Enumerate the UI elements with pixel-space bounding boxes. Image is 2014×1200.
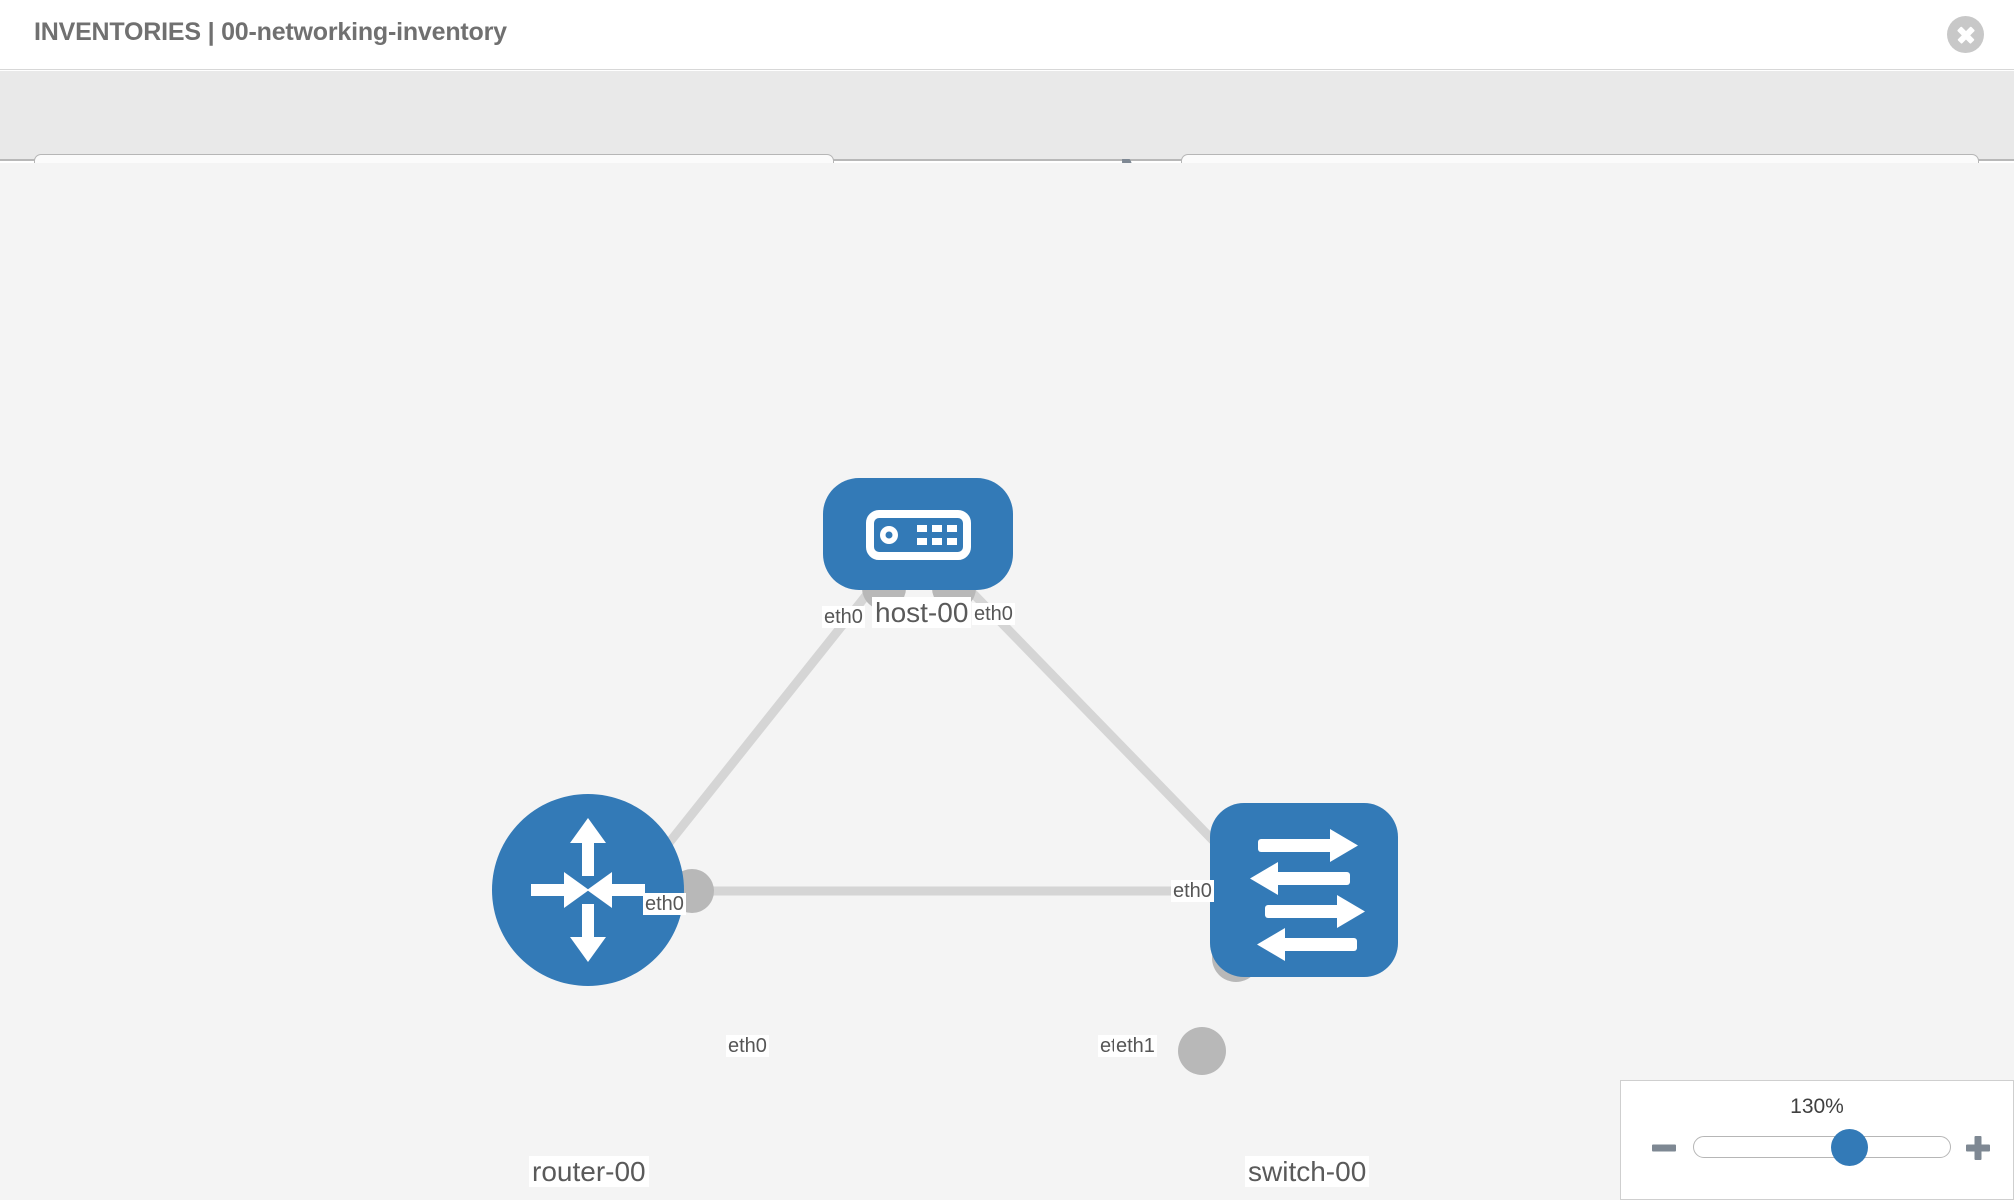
interface-label-router00-eth0: eth0: [726, 1035, 769, 1058]
interface-label-switch00-uplink: eth0: [1171, 880, 1214, 903]
router-icon: [531, 818, 645, 962]
link-host00-switch00[interactable]: [954, 574, 1239, 867]
topology-connectors: [670, 566, 1260, 1075]
node-label-switch-00: switch-00: [1245, 1156, 1370, 1188]
topology-canvas[interactable]: eth0 eth0 eth0 eth0 eth0 eth0 eth1 host-…: [0, 163, 2014, 1200]
zoom-slider-handle[interactable]: [1831, 1129, 1869, 1166]
node-router-00[interactable]: [492, 794, 684, 986]
toolbar: ACTIONS SEARCH: [0, 71, 2014, 206]
node-host-00[interactable]: [823, 478, 1013, 590]
zoom-out-button[interactable]: [1649, 1133, 1679, 1163]
switch-icon: [1250, 829, 1365, 961]
node-label-host-00: host-00: [872, 597, 972, 629]
node-switch-00[interactable]: [1210, 803, 1398, 977]
zoom-level-value: 130%: [1790, 1095, 1844, 1118]
zoom-in-button[interactable]: [1963, 1133, 1993, 1163]
interface-label-host00-left: eth0: [822, 606, 865, 629]
interface-label-switch00-eth1: eth1: [1114, 1035, 1157, 1058]
interface-label-router00-uplink: eth0: [643, 893, 686, 916]
page-title: INVENTORIES | 00-networking-inventory: [34, 18, 507, 46]
page-header: INVENTORIES | 00-networking-inventory: [0, 0, 2014, 70]
close-icon[interactable]: [1947, 16, 1984, 53]
zoom-control-panel: 130%: [1620, 1080, 2014, 1200]
topology-graph[interactable]: [0, 163, 2014, 1200]
interface-label-host00-right: eth0: [972, 603, 1015, 626]
connector-switch00-left[interactable]: [1178, 1027, 1226, 1075]
server-icon: [866, 510, 971, 560]
node-label-router-00: router-00: [529, 1156, 649, 1188]
zoom-slider[interactable]: [1693, 1129, 1951, 1166]
